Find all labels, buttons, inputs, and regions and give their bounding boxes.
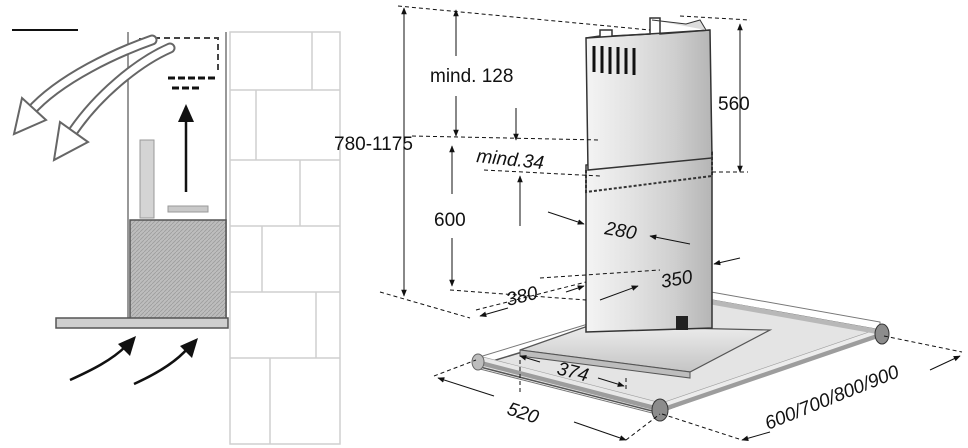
air-inflow-arrow-icon xyxy=(69,336,136,382)
hood-dimension-drawing: mind. 128 780-1175 mind.34 560 600 280 3… xyxy=(334,5,963,441)
air-outflow-arrow-icon xyxy=(52,42,176,162)
label-widths: 600/700/800/900 xyxy=(762,362,903,435)
airflow-schematic xyxy=(12,29,341,445)
label-380: 380 xyxy=(504,283,540,311)
airflow-up-arrow-icon xyxy=(178,104,194,192)
label-560: 560 xyxy=(718,94,750,115)
label-520: 520 xyxy=(504,399,541,429)
air-inflow-arrow-icon xyxy=(133,338,198,386)
label-mind-128: mind. 128 xyxy=(430,66,513,87)
label-780-1175: 780-1175 xyxy=(334,134,413,155)
wall-bricks xyxy=(229,31,341,445)
label-600: 600 xyxy=(434,210,466,231)
air-outflow-arrow-icon xyxy=(12,34,158,136)
